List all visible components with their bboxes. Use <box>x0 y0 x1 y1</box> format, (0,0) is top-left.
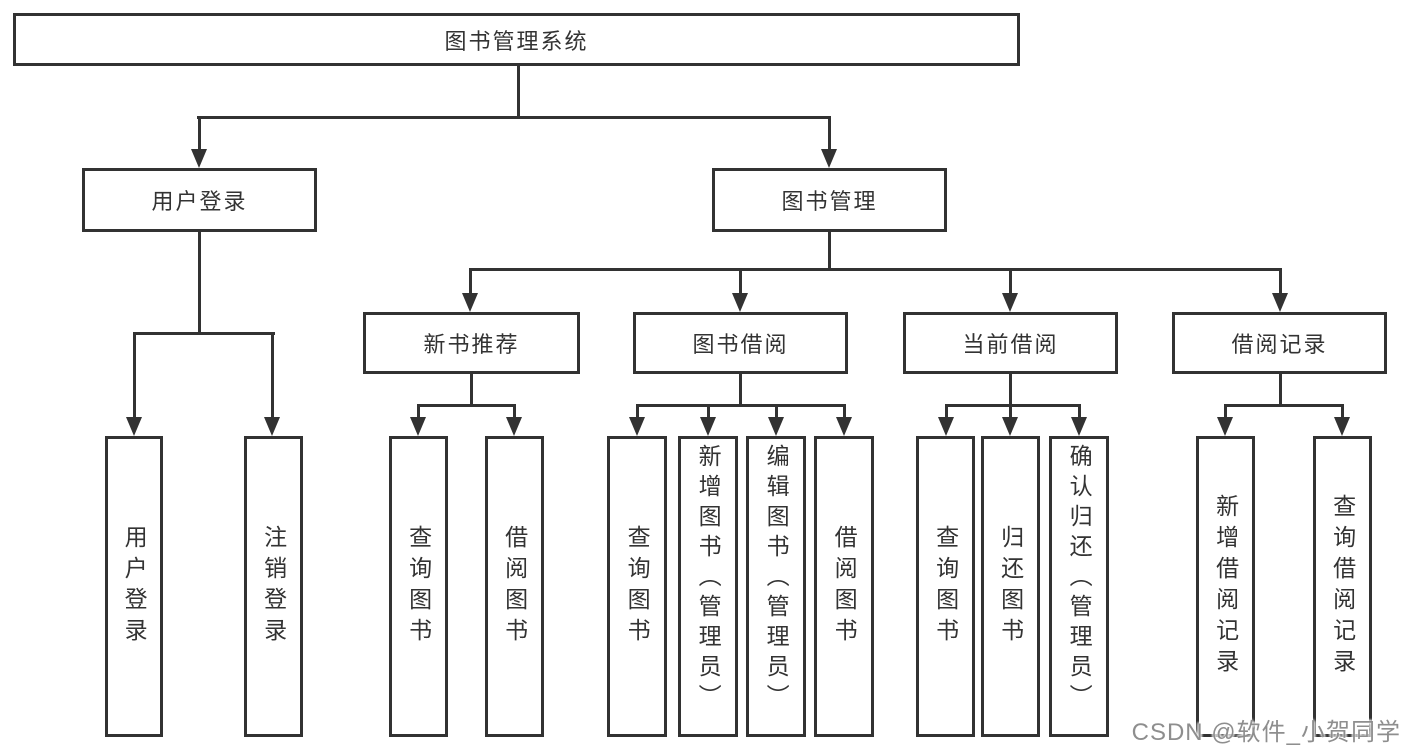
leaf-br-add-record-label: 新增借阅记录 <box>1212 493 1239 680</box>
arrow-down-icon <box>836 417 852 436</box>
leaf-bb-edit-books-admin: 编辑图书（管理员） <box>746 436 806 737</box>
arrow-down-icon <box>126 417 142 436</box>
connector-line <box>1279 268 1282 295</box>
node-user-login-label: 用户登录 <box>151 189 248 214</box>
connector-line <box>469 268 1282 271</box>
leaf-bb-borrow-books-label: 借阅图书 <box>831 524 858 649</box>
arrow-down-icon <box>1272 293 1288 312</box>
connector-line <box>945 404 948 419</box>
node-current-borrowing-label: 当前借阅 <box>962 332 1059 357</box>
connector-line <box>1078 404 1081 419</box>
node-borrowing-records: 借阅记录 <box>1172 312 1387 374</box>
connector-line <box>517 64 520 119</box>
leaf-logout: 注销登录 <box>244 436 303 737</box>
connector-line <box>513 404 516 419</box>
arrow-down-icon <box>732 293 748 312</box>
arrow-down-icon <box>1002 293 1018 312</box>
leaf-cb-return-books: 归还图书 <box>981 436 1040 737</box>
connector-line <box>775 404 778 419</box>
arrow-down-icon <box>462 293 478 312</box>
leaf-bb-add-books-admin-label: 新增图书（管理员） <box>695 444 722 714</box>
arrow-down-icon <box>1071 417 1087 436</box>
leaf-user-login: 用户登录 <box>105 436 163 737</box>
arrow-down-icon <box>1334 417 1350 436</box>
leaf-cb-return-books-label: 归还图书 <box>997 524 1024 649</box>
connector-line <box>417 404 516 407</box>
arrow-down-icon <box>1217 417 1233 436</box>
connector-line <box>469 268 472 295</box>
connector-line <box>470 372 473 407</box>
leaf-cb-query-books: 查询图书 <box>916 436 975 737</box>
node-current-borrowing: 当前借阅 <box>903 312 1118 374</box>
leaf-bb-add-books-admin: 新增图书（管理员） <box>678 436 738 737</box>
arrow-down-icon <box>768 417 784 436</box>
connector-line <box>1224 404 1344 407</box>
arrow-down-icon <box>821 149 837 168</box>
leaf-br-query-record-label: 查询借阅记录 <box>1329 493 1356 680</box>
node-book-management: 图书管理 <box>712 168 947 232</box>
arrow-down-icon <box>629 417 645 436</box>
arrow-down-icon <box>191 149 207 168</box>
node-user-login: 用户登录 <box>82 168 317 232</box>
node-library-management-system-label: 图书管理系统 <box>444 28 589 54</box>
connector-line <box>1341 404 1344 419</box>
leaf-nbr-borrow-books-label: 借阅图书 <box>501 524 528 649</box>
leaf-user-login-label: 用户登录 <box>121 524 148 649</box>
leaf-bb-query-books-label: 查询图书 <box>624 524 651 649</box>
node-borrowing-records-label: 借阅记录 <box>1231 332 1328 357</box>
connector-line <box>843 404 846 419</box>
connector-line <box>1009 372 1012 407</box>
connector-line <box>133 332 136 418</box>
leaf-nbr-query-books: 查询图书 <box>389 436 448 737</box>
arrow-down-icon <box>938 417 954 436</box>
connector-line <box>828 231 831 271</box>
leaf-nbr-query-books-label: 查询图书 <box>405 524 432 649</box>
connector-line <box>417 404 420 419</box>
node-library-management-system: 图书管理系统 <box>13 13 1020 66</box>
connector-line <box>198 116 201 151</box>
leaf-bb-borrow-books: 借阅图书 <box>814 436 874 737</box>
connector-line <box>1009 268 1012 295</box>
connector-line <box>1009 404 1012 419</box>
connector-line <box>636 404 846 407</box>
connector-line <box>198 230 201 335</box>
leaf-br-add-record: 新增借阅记录 <box>1196 436 1255 737</box>
connector-line <box>707 404 710 419</box>
leaf-cb-confirm-return-admin-label: 确认归还（管理员） <box>1066 444 1093 714</box>
connector-line <box>945 404 1081 407</box>
connector-line <box>636 404 639 419</box>
node-book-management-label: 图书管理 <box>781 189 878 214</box>
connector-line <box>1224 404 1227 419</box>
leaf-bb-query-books: 查询图书 <box>607 436 667 737</box>
connector-line <box>271 332 274 418</box>
arrow-down-icon <box>1002 417 1018 436</box>
connector-line <box>197 116 831 119</box>
connector-line <box>1279 372 1282 407</box>
node-book-borrowing: 图书借阅 <box>633 312 848 374</box>
node-book-borrowing-label: 图书借阅 <box>692 332 789 357</box>
connector-line <box>739 268 742 295</box>
watermark: CSDN @软件_小贺同学 <box>1131 719 1401 746</box>
arrow-down-icon <box>410 417 426 436</box>
node-new-book-recommend: 新书推荐 <box>363 312 580 374</box>
leaf-br-query-record: 查询借阅记录 <box>1313 436 1372 737</box>
leaf-cb-confirm-return-admin: 确认归还（管理员） <box>1049 436 1109 737</box>
node-new-book-recommend-label: 新书推荐 <box>423 332 520 357</box>
leaf-bb-edit-books-admin-label: 编辑图书（管理员） <box>763 444 790 714</box>
arrow-down-icon <box>700 417 716 436</box>
leaf-cb-query-books-label: 查询图书 <box>932 524 959 649</box>
connector-line <box>133 332 275 335</box>
arrow-down-icon <box>506 417 522 436</box>
connector-line <box>828 116 831 151</box>
leaf-logout-label: 注销登录 <box>260 524 287 649</box>
arrow-down-icon <box>264 417 280 436</box>
connector-line <box>739 372 742 407</box>
leaf-nbr-borrow-books: 借阅图书 <box>485 436 544 737</box>
